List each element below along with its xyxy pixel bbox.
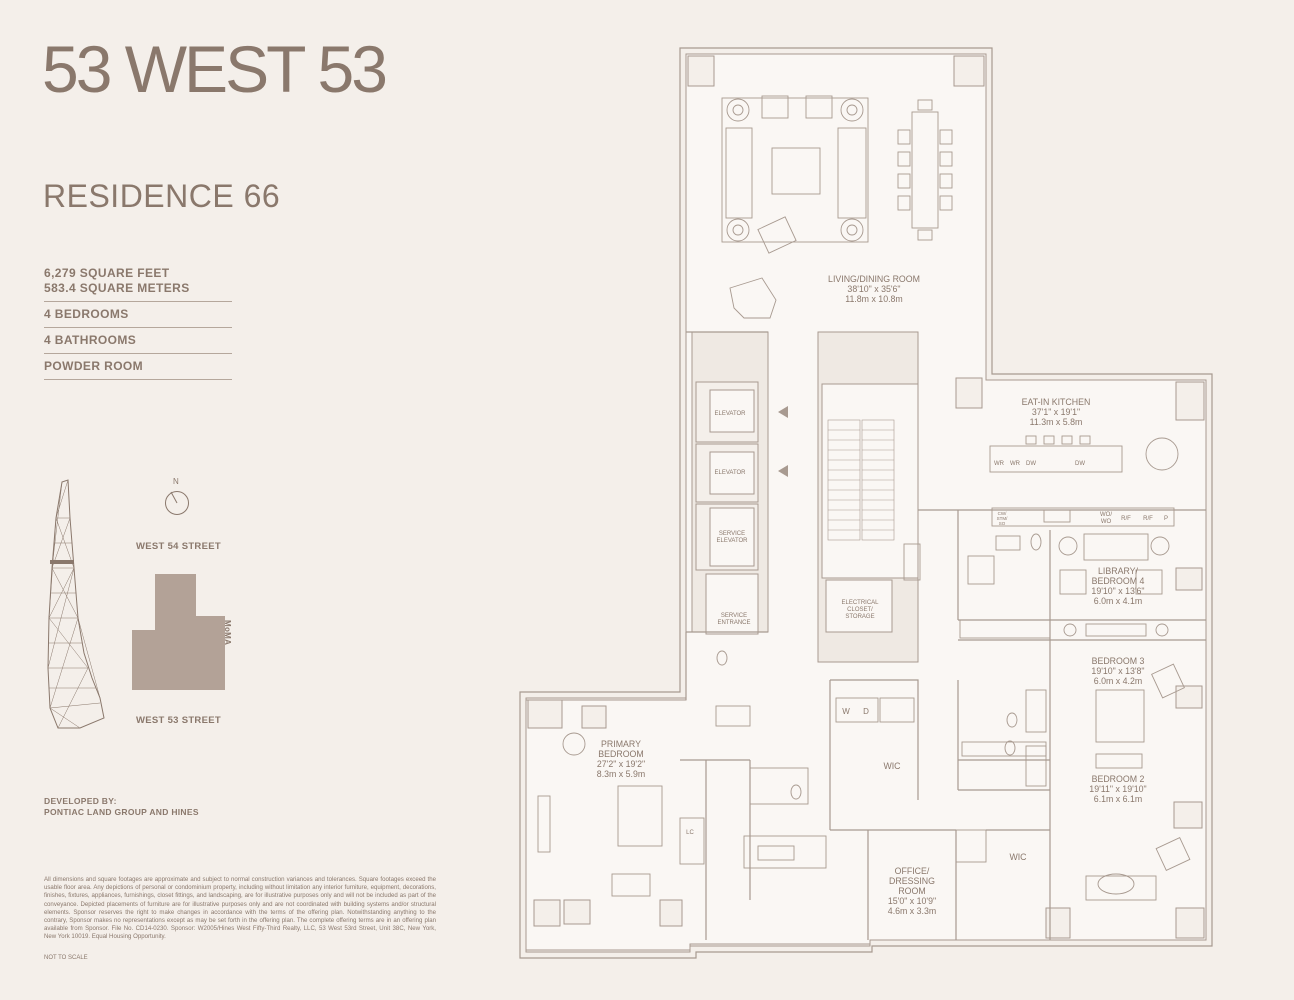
site-plan <box>132 574 225 690</box>
library-name-1: LIBRARY/ <box>1098 566 1138 576</box>
spec-powder: POWDER ROOM <box>44 354 232 380</box>
residence-title: RESIDENCE 66 <box>43 178 281 214</box>
living-room-ft: 38'10" x 35'6" <box>847 284 900 294</box>
kitchen-m: 11.3m x 5.8m <box>1030 417 1083 427</box>
bedroom2-name: BEDROOM 2 <box>1092 774 1145 784</box>
electrical-line-1: ELECTRICAL <box>841 600 879 606</box>
office-name-1: OFFICE/ <box>895 866 930 876</box>
service-elevator-line-1: SERVICE <box>719 531 745 537</box>
bedroom3-ft: 19'10" x 13'8" <box>1091 666 1144 676</box>
bedroom3-name: BEDROOM 3 <box>1092 656 1145 666</box>
bedroom2-m: 6.1m x 6.1m <box>1094 794 1142 804</box>
elevator-label-2: ELEVATOR <box>714 470 746 476</box>
primary-name-2: BEDROOM <box>598 749 643 759</box>
primary-m: 8.3m x 5.9m <box>597 769 645 779</box>
appliance-wr-1: WR <box>994 461 1005 467</box>
appliance-rf-1: R/F <box>1121 516 1131 522</box>
appliance-dryer: D <box>863 707 869 716</box>
living-room-m: 11.8m x 10.8m <box>845 294 903 304</box>
north-compass-icon <box>165 491 189 515</box>
developer-name: PONTIAC LAND GROUP AND HINES <box>44 807 199 817</box>
appliance-so: SO <box>999 521 1006 526</box>
not-to-scale-label: NOT TO SCALE <box>44 955 88 961</box>
service-entrance-line-2: ENTRANCE <box>717 620 750 626</box>
street-north-label: WEST 54 STREET <box>136 541 221 552</box>
appliance-dw-2: DW <box>1075 461 1085 467</box>
wic-label-1: WIC <box>883 761 901 771</box>
bedroom2-ft: 19'11" x 19'10" <box>1089 784 1146 794</box>
kitchen-ft: 37'1" x 19'1" <box>1032 407 1080 417</box>
wic-label-2: WIC <box>1009 852 1027 862</box>
bedroom3-m: 6.0m x 4.2m <box>1094 676 1142 686</box>
page-title: 53 WEST 53 <box>42 32 388 106</box>
spec-bathrooms: 4 BATHROOMS <box>44 328 232 354</box>
spec-list: 6,279 SQUARE FEET 583.4 SQUARE METERS 4 … <box>44 264 232 380</box>
developer-heading: DEVELOPED BY: <box>44 796 117 806</box>
living-room-name: LIVING/DINING ROOM <box>828 274 920 284</box>
appliance-p: P <box>1164 516 1168 522</box>
developer-block: DEVELOPED BY: PONTIAC LAND GROUP AND HIN… <box>44 796 199 818</box>
primary-name-1: PRIMARY <box>601 739 641 749</box>
elevator-label-1: ELEVATOR <box>714 411 746 417</box>
appliance-dw-1: DW <box>1026 461 1036 467</box>
primary-ft: 27'2" x 19'2" <box>597 759 645 769</box>
library-name-2: BEDROOM 4 <box>1092 576 1145 586</box>
kitchen-name: EAT-IN KITCHEN <box>1022 397 1091 407</box>
spec-area: 6,279 SQUARE FEET 583.4 SQUARE METERS <box>44 264 232 302</box>
tower-illustration <box>47 479 105 729</box>
appliance-stm: STM/ <box>997 516 1008 521</box>
office-ft: 15'0" x 10'9" <box>888 896 936 906</box>
spec-bedrooms: 4 BEDROOMS <box>44 302 232 328</box>
north-label: N <box>173 477 179 486</box>
office-name-3: ROOM <box>898 886 925 896</box>
library-m: 6.0m x 4.1m <box>1094 596 1142 606</box>
legal-disclaimer: All dimensions and square footages are a… <box>44 876 436 941</box>
appliance-cw: CW/ <box>998 511 1007 516</box>
appliance-wo-1: WO/ <box>1100 512 1112 518</box>
appliance-rf-2: R/F <box>1143 516 1153 522</box>
office-m: 4.6m x 3.3m <box>888 906 936 916</box>
lc-label: LC <box>686 830 694 836</box>
electrical-line-2: CLOSET/ <box>847 607 873 613</box>
spec-area-m: 583.4 SQUARE METERS <box>44 281 190 295</box>
appliance-wo-2: WO <box>1101 519 1112 525</box>
library-ft: 19'10" x 13'6" <box>1091 586 1144 596</box>
service-elevator-line-2: ELEVATOR <box>716 538 748 544</box>
office-name-2: DRESSING <box>889 876 935 886</box>
spec-area-ft: 6,279 SQUARE FEET <box>44 266 170 280</box>
appliance-washer: W <box>842 707 850 716</box>
street-south-label: WEST 53 STREET <box>136 715 221 726</box>
service-entrance-line-1: SERVICE <box>721 613 747 619</box>
appliance-wr-2: WR <box>1010 461 1021 467</box>
electrical-line-3: STORAGE <box>845 614 874 620</box>
